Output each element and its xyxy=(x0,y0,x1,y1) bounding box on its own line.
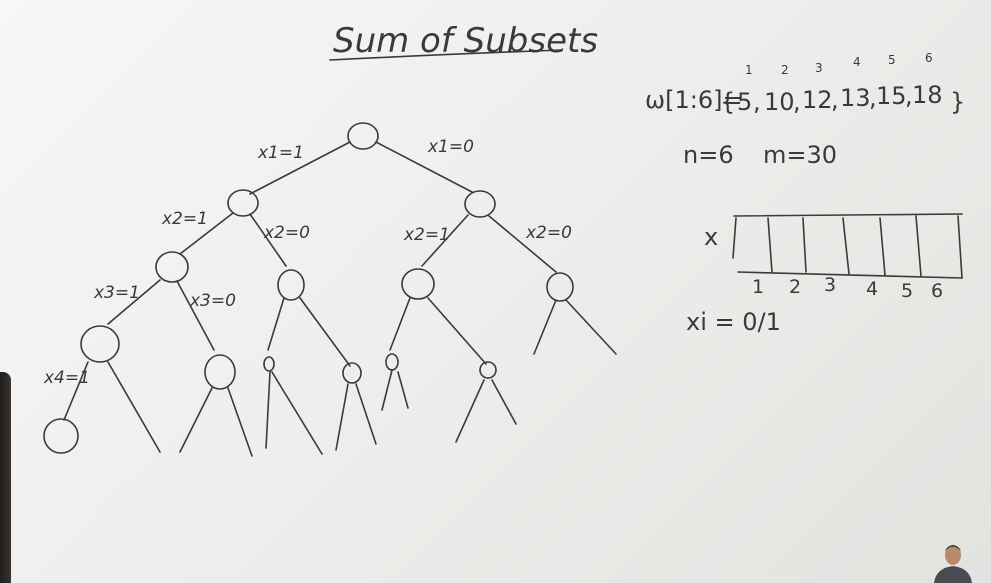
title-underline xyxy=(329,49,563,61)
array-index: 2 xyxy=(789,276,801,298)
weight-index: 3 xyxy=(815,61,823,75)
edge-labels: x1=1 x1=0 x2=1 x2=0 x2=1 x2=0 x3=1 x3=0 … xyxy=(43,137,572,388)
svg-text:,: , xyxy=(753,88,761,116)
state-space-tree xyxy=(63,141,617,457)
x-array: x 1 2 3 4 5 6 xyxy=(704,213,963,302)
edge-label-x2-1: x2=1 xyxy=(161,209,208,229)
open-brace: { xyxy=(720,88,735,116)
tree-node xyxy=(546,272,574,302)
tree-edge xyxy=(355,383,377,445)
svg-text:,: , xyxy=(793,88,801,116)
edge-label-x2-0: x2=0 xyxy=(525,223,572,243)
tree-edge xyxy=(389,297,411,351)
tree-node xyxy=(277,269,305,301)
tree-node xyxy=(80,325,120,363)
weight-value: 18 xyxy=(912,81,943,109)
edge-label-x3-0: x3=0 xyxy=(189,291,236,311)
tree-edge xyxy=(299,297,351,367)
array-bottom-edge xyxy=(737,271,963,279)
tree-edge xyxy=(421,214,469,267)
tree-node xyxy=(479,361,497,379)
tree-nodes xyxy=(43,122,574,454)
param-n: n=6 xyxy=(683,141,734,169)
array-index: 1 xyxy=(752,276,764,298)
array-index: 4 xyxy=(866,278,878,300)
weights-definition: ω[1:6]= { } 1 2 3 4 5 6 5 , 10 , 12 , 13… xyxy=(645,51,965,116)
array-top-edge xyxy=(733,213,963,217)
tree-edge xyxy=(249,213,287,267)
array-index: 6 xyxy=(931,280,943,302)
tree-node xyxy=(204,354,236,390)
tree-node xyxy=(43,418,79,454)
weight-value: 5 xyxy=(737,88,752,116)
tree-edge xyxy=(249,141,351,195)
tree-edge xyxy=(491,379,517,425)
tree-edge xyxy=(179,387,213,453)
tree-edge xyxy=(107,279,161,325)
svg-text:,: , xyxy=(831,86,839,114)
weight-value: 13 xyxy=(840,84,871,112)
tree-edge xyxy=(533,299,557,355)
tree-node-root xyxy=(347,122,379,150)
tree-edge xyxy=(427,297,487,365)
tree-edge xyxy=(265,371,271,449)
tree-edge xyxy=(267,297,285,351)
array-index: 3 xyxy=(824,274,836,296)
presenter-body xyxy=(934,566,972,583)
edge-label-x3-1: x3=1 xyxy=(93,283,140,303)
title: Sum of Subsets xyxy=(333,21,598,61)
edge-label-x2-1: x2=1 xyxy=(403,225,450,245)
svg-text:,: , xyxy=(905,82,913,110)
tree-edge xyxy=(227,387,253,457)
xi-domain: xi = 0/1 xyxy=(686,308,781,336)
svg-text:,: , xyxy=(869,84,877,112)
tree-node xyxy=(263,356,275,372)
tree-edge xyxy=(107,361,161,453)
x-array-label: x xyxy=(704,223,718,251)
tree-node xyxy=(155,251,189,283)
edge-label-x1-1: x1=1 xyxy=(257,143,304,163)
weight-index: 5 xyxy=(888,53,896,67)
tree-edge xyxy=(397,371,409,409)
presenter-thumbnail xyxy=(934,545,972,583)
weights-lhs: ω[1:6]= xyxy=(645,86,743,114)
tree-edge xyxy=(271,371,323,455)
weight-index: 2 xyxy=(781,63,789,77)
weight-index: 4 xyxy=(853,55,861,69)
weight-value: 10 xyxy=(764,88,795,116)
tree-edge xyxy=(375,141,473,193)
presenter-face xyxy=(945,545,961,565)
close-brace: } xyxy=(950,88,965,116)
tree-node xyxy=(401,268,435,300)
weight-value: 12 xyxy=(802,86,833,114)
array-index: 5 xyxy=(901,280,913,302)
tree-edge xyxy=(176,280,215,351)
weight-value: 15 xyxy=(876,82,907,110)
tree-edge xyxy=(488,215,557,273)
edge-label-x2-0: x2=0 xyxy=(263,223,310,243)
weight-index: 1 xyxy=(745,63,753,77)
edge-label-x1-0: x1=0 xyxy=(427,137,474,157)
tree-edge xyxy=(565,299,617,355)
tree-node xyxy=(342,362,362,384)
tree-edge xyxy=(63,361,89,421)
presenter-arm xyxy=(0,372,11,583)
tree-edge xyxy=(455,379,485,443)
edge-label-x4-1: x4=1 xyxy=(43,368,90,388)
weight-index: 6 xyxy=(925,51,933,65)
tree-node xyxy=(464,190,496,218)
presenter-hair xyxy=(945,545,961,551)
param-m: m=30 xyxy=(763,141,837,169)
tree-edge xyxy=(335,383,349,451)
tree-edge xyxy=(381,369,393,411)
tree-node xyxy=(227,189,259,217)
tree-node xyxy=(385,353,399,371)
tree-edge xyxy=(179,212,234,255)
